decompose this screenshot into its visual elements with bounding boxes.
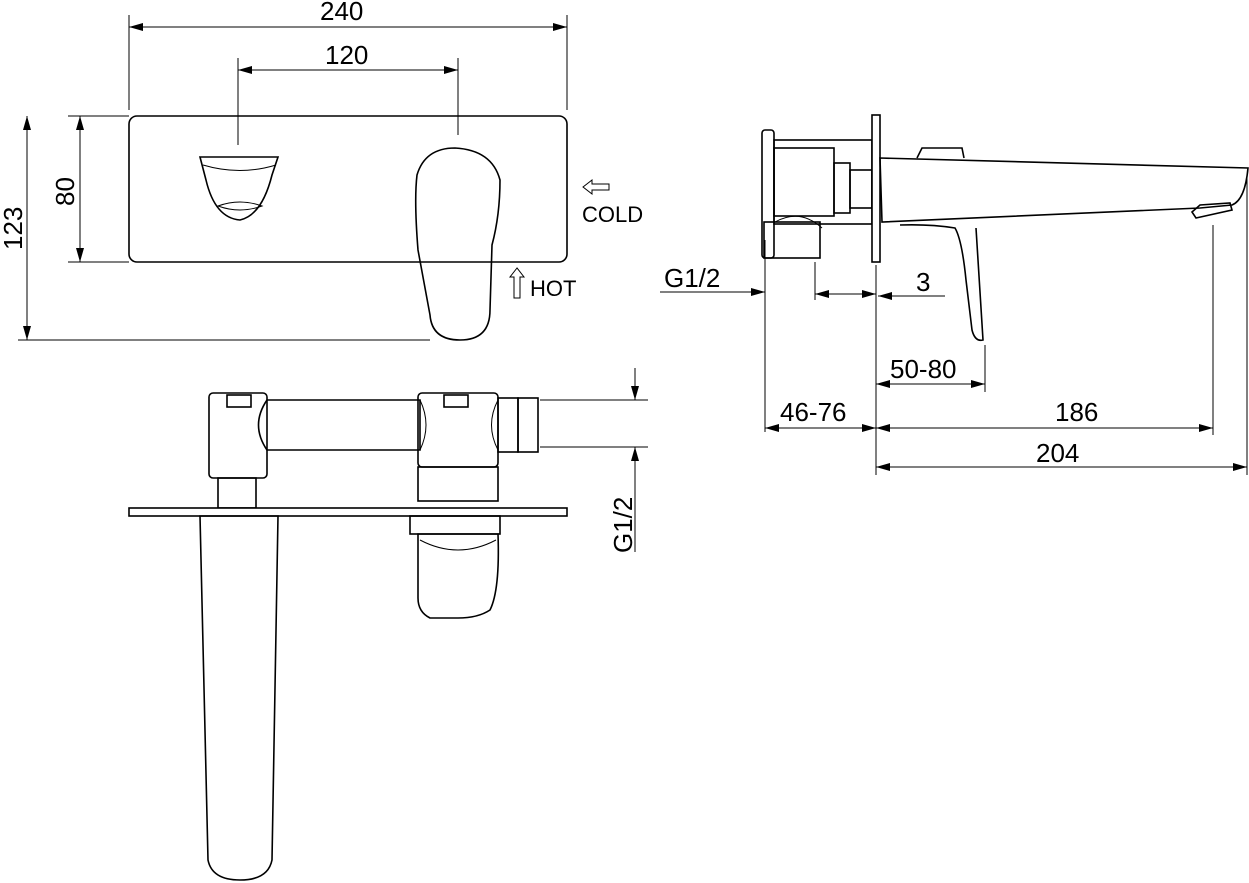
- dim-height-123: 123: [0, 207, 28, 250]
- top-view: G1/2: [128, 368, 648, 881]
- hot-arrow-icon: [508, 267, 526, 299]
- dim-spacing-120: 120: [325, 40, 368, 70]
- spout-top: [199, 515, 279, 881]
- dim-wall-depth-46-76: 46-76: [780, 397, 847, 427]
- dim-width-240: 240: [320, 0, 363, 26]
- spout-side: [879, 157, 1249, 223]
- cold-label: COLD: [582, 202, 643, 227]
- dim-plate-3: 3: [916, 267, 930, 297]
- wall-plate-top: [128, 507, 568, 517]
- wall-plate-side: [871, 114, 881, 263]
- front-view: 240 120 80 123 COLD HOT: [0, 0, 643, 341]
- dim-lever-50-80: 50-80: [890, 354, 957, 384]
- dim-plate-height-80: 80: [50, 177, 80, 206]
- spout-outlet: [198, 156, 280, 221]
- cold-arrow-icon: [582, 178, 610, 196]
- lever-handle: [414, 147, 501, 341]
- dim-thread-g12-side: G1/2: [664, 263, 720, 293]
- hot-label: HOT: [530, 276, 576, 301]
- dim-reach-204: 204: [1036, 438, 1079, 468]
- dim-thread-g12-top: G1/2: [608, 497, 638, 553]
- wall-plate: [128, 115, 568, 263]
- side-view: G1/2 3 50-80 46-76 186 204: [660, 114, 1249, 475]
- dim-reach-186: 186: [1055, 397, 1098, 427]
